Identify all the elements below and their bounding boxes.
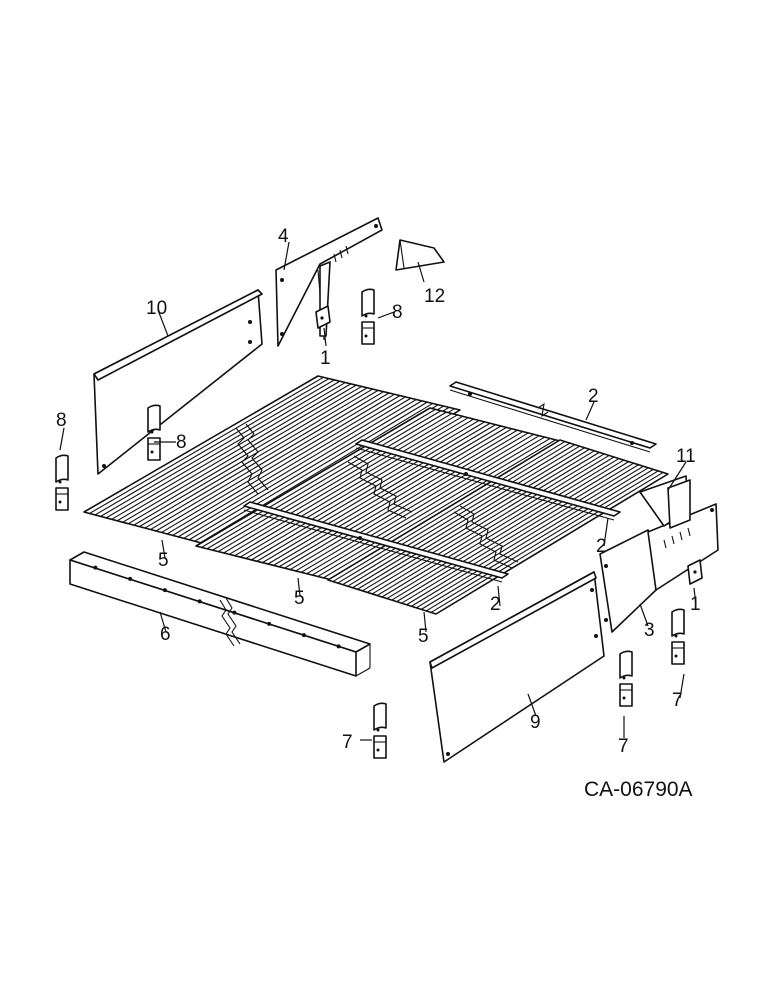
bracket-assembly <box>639 475 691 529</box>
callout-6: 6 <box>160 624 171 645</box>
stake-pocket-front-7 <box>373 702 387 759</box>
leader-lines <box>59 241 697 741</box>
stake-pocket-right-7 <box>671 608 685 665</box>
drawing-number: CA-06790A <box>584 778 693 801</box>
callout-7-left: 7 <box>342 732 353 753</box>
callout-9: 9 <box>530 712 541 733</box>
callout-7-right: 7 <box>672 690 683 711</box>
cross-bar-center <box>355 439 621 521</box>
callout-1-upper: 1 <box>320 348 331 369</box>
floor-break-marks <box>235 423 519 569</box>
callout-7-center: 7 <box>618 736 629 757</box>
callout-5-middle: 5 <box>294 588 305 609</box>
side-shield-left <box>93 289 263 475</box>
callout-2-rear: 2 <box>588 386 599 407</box>
callout-3: 3 <box>644 620 655 641</box>
callout-10: 10 <box>146 298 167 319</box>
front-angle-channel <box>69 551 371 677</box>
cross-bar-front <box>243 501 509 583</box>
stake-pocket-upper-8 <box>361 288 375 345</box>
callout-2-center: 2 <box>596 536 607 557</box>
cross-bar-rear <box>449 381 657 453</box>
callout-1-lower: 1 <box>690 594 701 615</box>
clip-lower <box>687 559 703 585</box>
callout-8-left: 8 <box>56 410 67 431</box>
side-shield-right <box>429 571 605 763</box>
floor-panel-middle <box>195 407 573 583</box>
callout-2-front: 2 <box>490 594 501 615</box>
callout-labels: 4 12 10 8 1 8 8 2 11 2 5 5 2 1 6 5 3 7 9… <box>56 226 701 801</box>
floor-panel-right <box>327 439 669 615</box>
callout-11: 11 <box>676 446 696 467</box>
callout-5-left: 5 <box>158 550 169 571</box>
callout-4: 4 <box>278 226 289 247</box>
clip-upper <box>315 305 331 329</box>
cover-plate <box>395 239 445 271</box>
bracket-rear-left <box>275 217 383 347</box>
stake-pocket-center-7 <box>619 650 633 707</box>
stake-pocket-mid-8 <box>147 404 161 461</box>
stake-pocket-left-8 <box>55 454 69 511</box>
callout-8-middle: 8 <box>176 432 187 453</box>
callout-5-right: 5 <box>418 626 429 647</box>
callout-8-upper: 8 <box>392 302 403 323</box>
callout-12: 12 <box>424 286 445 307</box>
